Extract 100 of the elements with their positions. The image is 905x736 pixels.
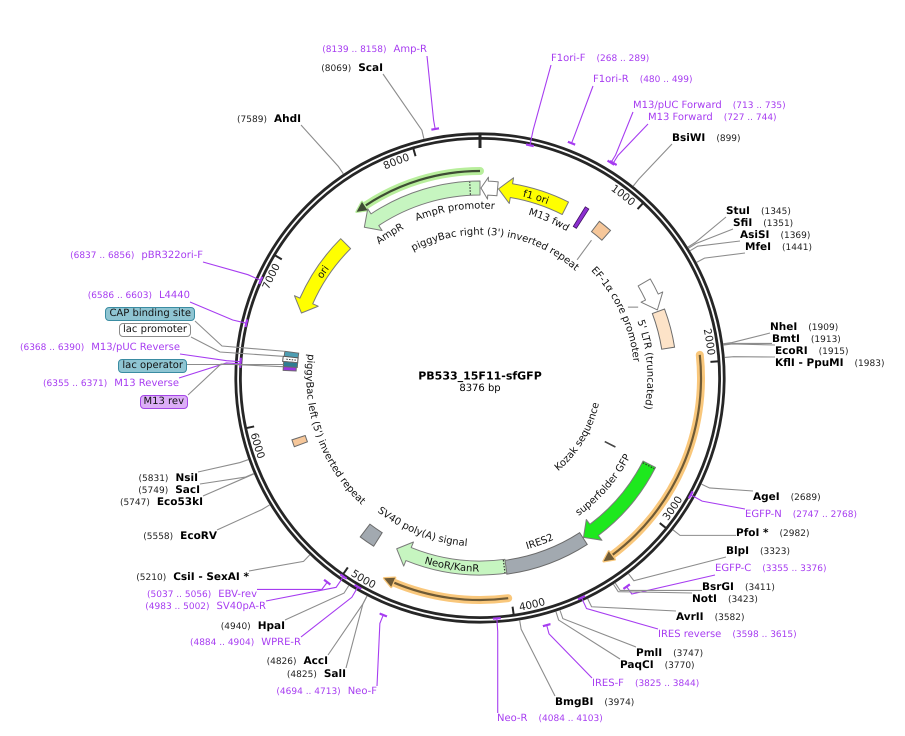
primer-position: (5037 .. 5056)	[147, 589, 212, 601]
feature-label: IRES2	[524, 532, 556, 552]
leader-line	[723, 342, 772, 346]
leader-line	[328, 596, 368, 656]
primer-name: EGFP-N	[745, 509, 782, 521]
leader-line	[188, 363, 284, 396]
enzyme-name: PaqCI	[620, 659, 654, 671]
feature-label: f1 ori	[522, 188, 550, 208]
leader-line	[216, 504, 270, 530]
enzyme-name: KflI - PpuMI	[775, 357, 844, 369]
leader-line	[690, 240, 740, 252]
enzyme-name: HpaI	[258, 620, 285, 632]
site-position: (3582)	[714, 612, 745, 624]
leader-line	[696, 252, 746, 263]
site-position: (5747)	[120, 497, 150, 509]
primer-position: (4694 .. 4713)	[276, 686, 341, 698]
leader-line	[257, 578, 332, 590]
site-position: (899)	[716, 133, 741, 145]
primer-name: M13/pUC Forward	[633, 100, 722, 112]
primer-name: M13 Reverse	[114, 378, 179, 390]
leader-line	[190, 302, 248, 328]
site-position: (4940)	[220, 621, 251, 633]
feature-tag: lac promoter	[119, 323, 191, 337]
enzyme-name: SfiI	[733, 217, 752, 229]
map-feature	[638, 278, 664, 310]
site-position: (1915)	[818, 346, 849, 358]
enzyme-name: NotI	[692, 593, 717, 605]
map-feature	[591, 220, 612, 241]
site-position: (5831)	[138, 473, 168, 485]
primer-name: SV40pA-R	[216, 601, 266, 613]
leader-line	[194, 320, 284, 352]
leader-line	[524, 64, 552, 148]
primer-name: Amp-R	[394, 44, 427, 56]
primer-position: (2747 .. 2768)	[792, 509, 857, 521]
site-position: (8069)	[321, 63, 352, 75]
primer-position: (6586 .. 6603)	[88, 290, 152, 302]
site-position: (1345)	[760, 206, 791, 218]
primer-position: (3355 .. 3376)	[762, 563, 827, 575]
leader-line	[622, 574, 716, 595]
site-position: (3770)	[664, 660, 695, 672]
leader-line	[190, 336, 283, 357]
plasmid-name: PB533_15F11-sfGFP	[418, 370, 542, 382]
feature-tag: lac operator	[118, 359, 187, 373]
site-position: (3323)	[760, 546, 790, 558]
primer-name: Neo-F	[348, 686, 377, 698]
primer-name: IRES reverse	[658, 629, 722, 641]
leader-line	[688, 228, 734, 249]
leader-line	[723, 332, 770, 344]
leader-line	[701, 484, 754, 492]
enzyme-name: NsiI	[175, 472, 198, 484]
feature-label: M13 fwd	[527, 206, 571, 234]
leader-line	[300, 584, 362, 638]
enzyme-name: BsrGI	[702, 581, 734, 593]
leader-line	[614, 582, 702, 592]
leader-line	[723, 343, 776, 346]
leader-line	[576, 594, 658, 630]
site-position: (1913)	[810, 334, 841, 346]
feature-label: AmpR promoter	[414, 200, 496, 224]
site-position: (4826)	[266, 656, 297, 668]
leader-line	[688, 490, 746, 510]
feature-tag: M13 rev	[140, 395, 188, 409]
primer-position: (6368 .. 6390)	[20, 342, 84, 354]
primer-position: (3825 .. 3844)	[634, 678, 700, 690]
leader-line	[200, 473, 254, 485]
primer-position: (6355 .. 6371)	[42, 378, 108, 390]
site-position: (7589)	[237, 114, 267, 126]
primer-position: (4084 .. 4103)	[538, 713, 603, 725]
enzyme-name: StuI	[726, 205, 750, 217]
leader-line	[628, 556, 726, 582]
leader-line	[632, 144, 672, 186]
primer-name: WPRE-R	[261, 637, 301, 649]
primer-name: EGFP-C	[715, 563, 752, 575]
site-position: (3423)	[728, 594, 758, 606]
feature-label: ori	[315, 264, 332, 281]
site-position: (1983)	[854, 358, 884, 370]
site-position: (5558)	[143, 531, 174, 543]
leader-line	[382, 74, 424, 140]
primer-position: (3598 .. 3615)	[732, 629, 797, 641]
leader-line	[587, 598, 676, 612]
leader-line	[606, 112, 634, 166]
primer-name: M13/pUC Reverse	[91, 342, 180, 354]
primer-position: (4983 .. 5002)	[145, 601, 210, 613]
enzyme-name: Eco53kI	[156, 496, 203, 508]
enzyme-name: EcoRV	[180, 530, 217, 542]
leader-line	[202, 261, 264, 286]
primer-position: (713 .. 735)	[732, 100, 786, 112]
enzyme-name: SacI	[175, 484, 200, 496]
leader-line	[612, 584, 692, 594]
primer-name: pBR322ori-F	[141, 250, 203, 262]
primer-name: IRES-F	[592, 678, 624, 690]
leader-line	[284, 585, 350, 620]
leader-line	[724, 356, 775, 358]
enzyme-name: BmgBI	[555, 696, 594, 708]
site-position: (1351)	[763, 218, 794, 230]
primer-position: (8139 .. 8158)	[322, 44, 386, 56]
primer-position: (6837 .. 6856)	[70, 250, 134, 262]
leader-line	[300, 124, 344, 174]
primer-name: F1ori-R	[593, 74, 629, 86]
enzyme-name: ScaI	[358, 62, 383, 74]
site-position: (5210)	[136, 572, 166, 584]
